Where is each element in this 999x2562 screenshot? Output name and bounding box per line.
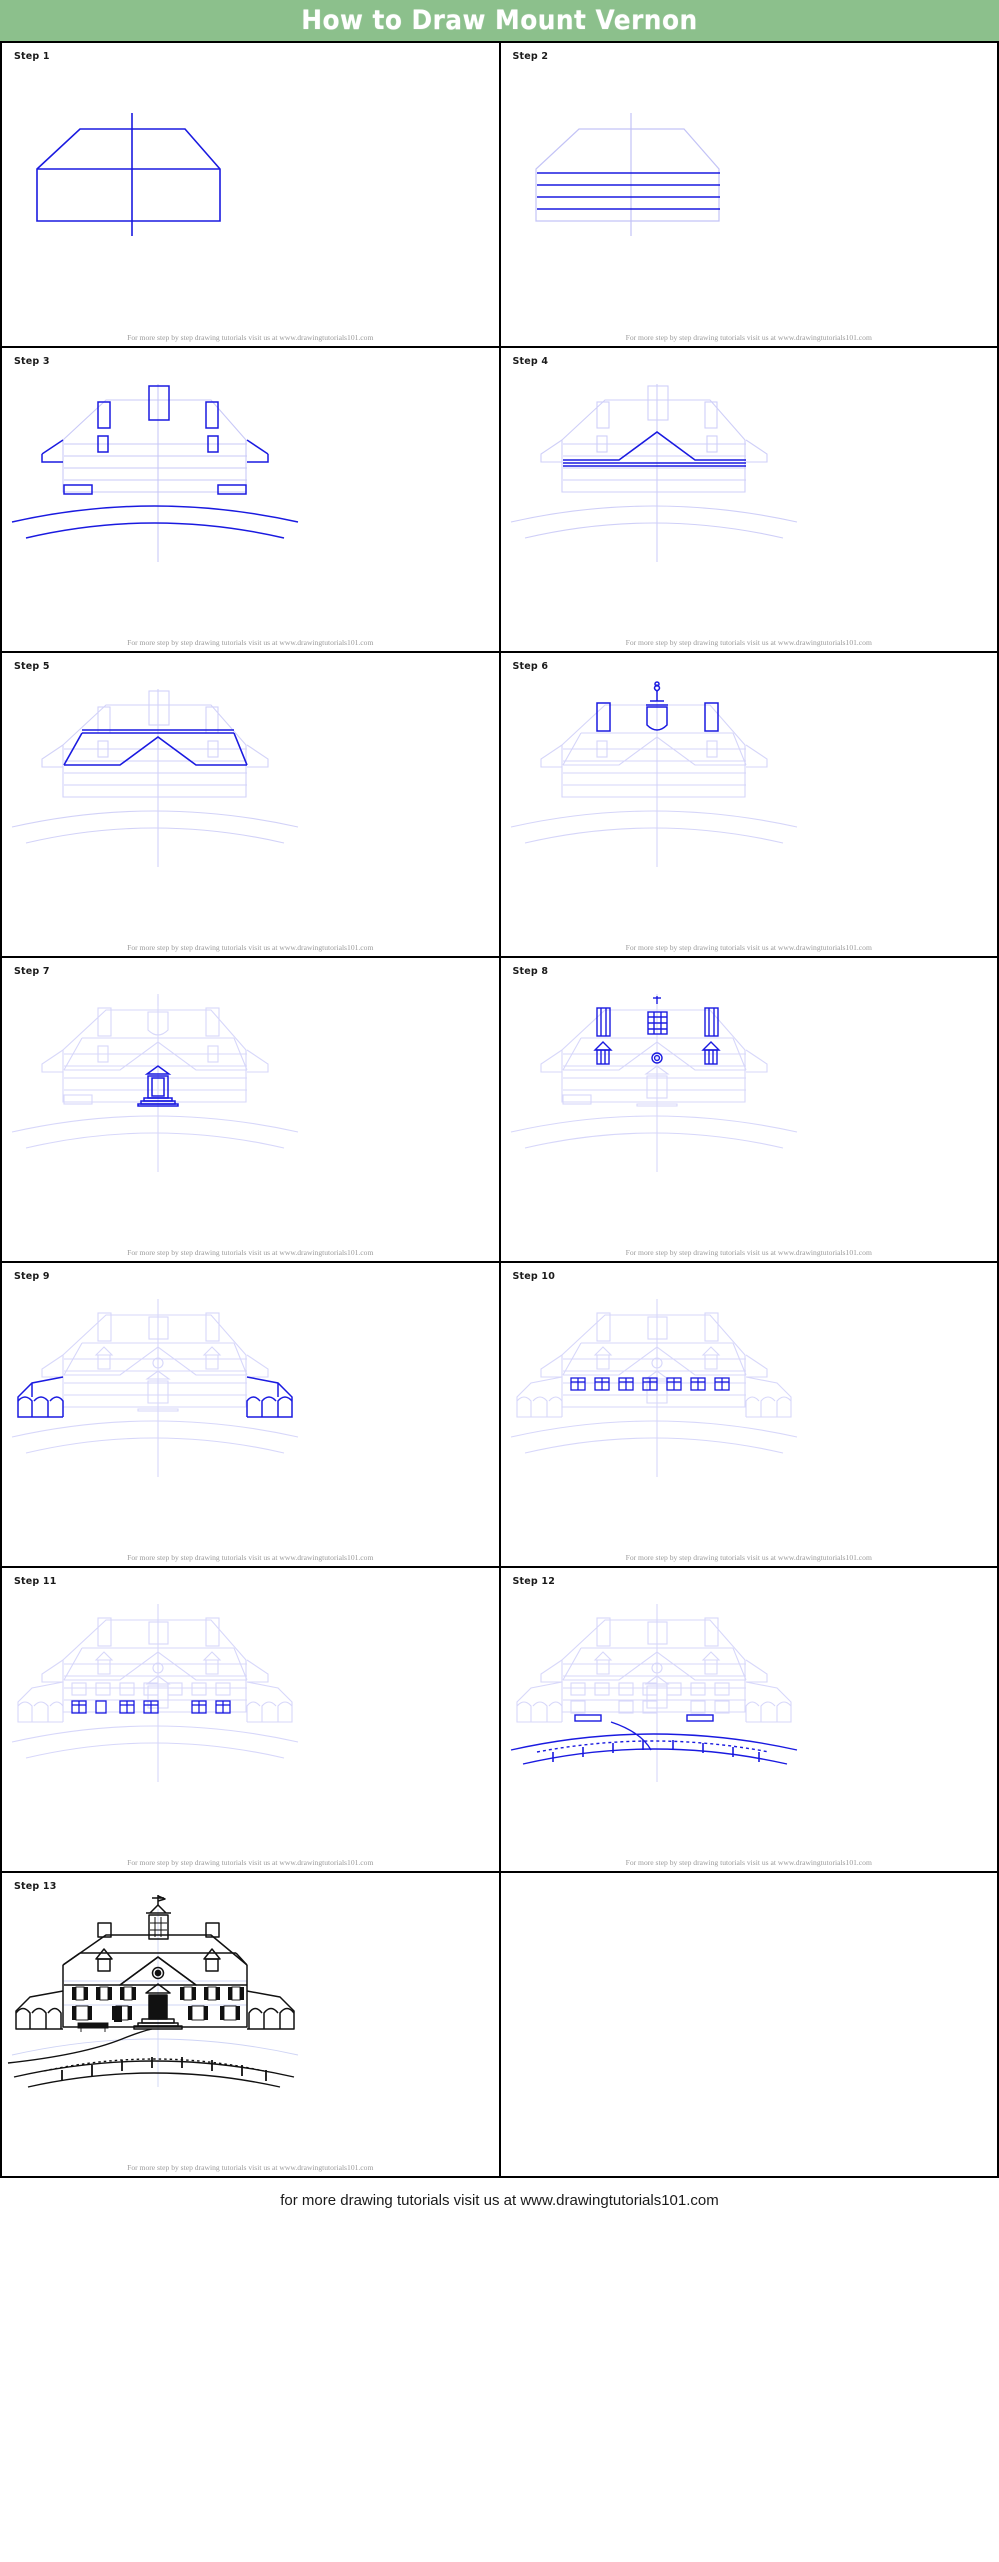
step-drawing-6 <box>501 667 997 939</box>
cell-credit-6: For more step by step drawing tutorials … <box>625 943 872 952</box>
step-drawing-4 <box>501 362 997 634</box>
step-label-11: Step 11 <box>14 1576 57 1587</box>
step-label-4: Step 4 <box>512 356 549 367</box>
step-drawing-11 <box>2 1582 498 1854</box>
step-cell-4: Step 4 <box>500 348 999 653</box>
cell-credit-5: For more step by step drawing tutorials … <box>127 943 374 952</box>
step-label-6: Step 6 <box>512 661 549 672</box>
page-footer-text: for more drawing tutorials visit us at w… <box>280 2192 719 2209</box>
cell-credit-1: For more step by step drawing tutorials … <box>127 333 374 342</box>
cell-credit-13: For more step by step drawing tutorials … <box>127 2163 374 2172</box>
step-drawing-3 <box>2 362 498 634</box>
step-label-5: Step 5 <box>14 661 50 672</box>
cell-credit-2: For more step by step drawing tutorials … <box>625 333 872 342</box>
step-drawing-8 <box>501 972 997 1244</box>
cell-credit-4: For more step by step drawing tutorials … <box>625 638 872 647</box>
step-cell-10: Step 10 <box>500 1263 999 1568</box>
step-cell-3: Step 3 <box>2 348 501 653</box>
step-label-1: Step 1 <box>14 51 50 62</box>
step-cell-5: Step 5 <box>2 653 501 958</box>
step-label-7: Step 7 <box>14 966 50 977</box>
step-drawing-12 <box>501 1582 997 1854</box>
step-cell-12: Step 12 <box>500 1568 999 1873</box>
cell-credit-11: For more step by step drawing tutorials … <box>127 1858 374 1867</box>
step-label-10: Step 10 <box>512 1271 556 1282</box>
step-cell-7: Step 7 <box>2 958 501 1263</box>
cell-credit-8: For more step by step drawing tutorials … <box>625 1248 872 1257</box>
step-drawing-2 <box>501 57 997 329</box>
cell-credit-9: For more step by step drawing tutorials … <box>127 1553 374 1562</box>
page-footer: for more drawing tutorials visit us at w… <box>0 2178 999 2209</box>
step-label-2: Step 2 <box>512 51 549 62</box>
step-cell-8: Step 8 <box>500 958 999 1263</box>
step-cell-2: Step 2 For more step by step drawing tut <box>500 43 999 348</box>
step-cell-11: Step 11 <box>2 1568 501 1873</box>
step-drawing-1 <box>2 57 498 329</box>
cell-credit-3: For more step by step drawing tutorials … <box>127 638 374 647</box>
cell-credit-10: For more step by step drawing tutorials … <box>625 1553 872 1562</box>
steps-grid: Step 1 For more step by step drawing tut… <box>0 43 999 2178</box>
step-cell-13: Step 13 <box>2 1873 501 2178</box>
step-drawing-10 <box>501 1277 997 1549</box>
step-cell-9: Step 9 <box>2 1263 501 1568</box>
cell-credit-12: For more step by step drawing tutorials … <box>625 1858 872 1867</box>
step-label-3: Step 3 <box>14 356 50 367</box>
step-drawing-7 <box>2 972 498 1244</box>
step-label-9: Step 9 <box>14 1271 50 1282</box>
step-label-12: Step 12 <box>512 1576 556 1587</box>
step-cell-1: Step 1 For more step by step drawing tut… <box>2 43 501 348</box>
step-drawing-5 <box>2 667 498 939</box>
step-label-13: Step 13 <box>14 1881 57 1892</box>
step-drawing-13 <box>2 1887 498 2159</box>
step-cell-6: Step 6 <box>500 653 999 958</box>
page-banner: How to Draw Mount Vernon <box>0 0 999 43</box>
cell-credit-7: For more step by step drawing tutorials … <box>127 1248 374 1257</box>
step-label-8: Step 8 <box>512 966 549 977</box>
page-title: How to Draw Mount Vernon <box>301 5 698 36</box>
step-drawing-9 <box>2 1277 498 1549</box>
empty-cell <box>500 1873 999 2178</box>
